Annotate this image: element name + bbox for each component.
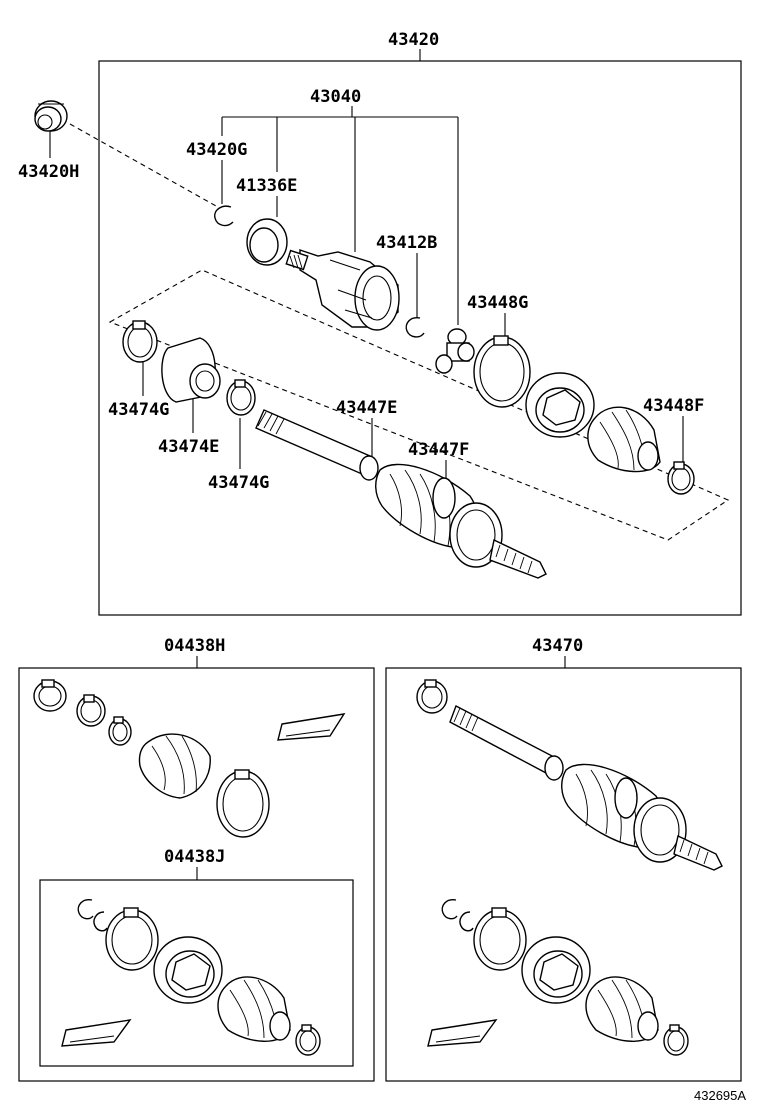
assy-43470-boot-inner bbox=[521, 936, 591, 1004]
clamp-43474g-a bbox=[122, 320, 158, 363]
assy-43470-clamp-large bbox=[473, 907, 527, 971]
label-43448g: 43448G bbox=[467, 293, 528, 313]
kit-j-grease-pack bbox=[61, 1019, 132, 1047]
kit-h-boot bbox=[138, 733, 211, 799]
tripod-43040 bbox=[435, 328, 475, 374]
kit-j-clamp bbox=[105, 907, 159, 971]
assy-43470-grease-pack bbox=[427, 1019, 498, 1047]
assy-43470-snap-ring-2 bbox=[459, 911, 474, 932]
kit-j-snap-ring-1 bbox=[77, 898, 94, 920]
label-43412b: 43412B bbox=[376, 233, 437, 253]
bearing-43420h bbox=[34, 100, 68, 132]
label-43448f: 43448F bbox=[643, 396, 704, 416]
label-43420g: 43420G bbox=[186, 140, 247, 160]
kit-j-clamp-small bbox=[295, 1024, 321, 1056]
kit-h-clamp-1 bbox=[33, 679, 67, 712]
boot-outer bbox=[587, 406, 661, 473]
label-43040: 43040 bbox=[310, 87, 361, 107]
label-04438j: 04438J bbox=[164, 847, 225, 867]
label-43420h: 43420H bbox=[18, 162, 79, 182]
drive-shaft-top bbox=[255, 409, 371, 475]
kit-h-clamp-large bbox=[216, 769, 270, 838]
kit-j-boot-outer bbox=[217, 976, 291, 1042]
label-41336e: 41336E bbox=[236, 176, 297, 196]
seal-41336e bbox=[246, 218, 288, 266]
boot-inner bbox=[525, 372, 595, 438]
kit-j-boot-inner bbox=[153, 936, 223, 1004]
kit-j-snap-ring-2 bbox=[93, 911, 108, 932]
clamp-43448f bbox=[667, 461, 695, 495]
kit-h-clamp-2 bbox=[76, 694, 106, 727]
bearing-axis-dash bbox=[69, 123, 217, 207]
kit-h-grease-pack bbox=[277, 713, 346, 741]
assy-43470-clamp-small bbox=[663, 1024, 689, 1056]
diagram-code: 432695A bbox=[694, 1088, 746, 1103]
snap-ring-43420g bbox=[214, 205, 234, 227]
assy-43470-snap-ring-1 bbox=[441, 898, 458, 920]
label-43474g-a: 43474G bbox=[108, 400, 169, 420]
snap-ring-43412b bbox=[405, 316, 425, 338]
assy-43470-shaft bbox=[449, 705, 564, 781]
clamp-43448g bbox=[473, 335, 531, 408]
outer-joint-group-dash bbox=[108, 269, 730, 541]
damper-43474e bbox=[161, 337, 221, 403]
assembly-43470-frame bbox=[385, 667, 742, 1082]
label-43470: 43470 bbox=[532, 636, 583, 656]
clamp-43474g-b bbox=[226, 379, 256, 416]
label-43474e: 43474E bbox=[158, 437, 219, 457]
label-43447f: 43447F bbox=[408, 440, 469, 460]
label-04438h: 04438H bbox=[164, 636, 225, 656]
label-43420: 43420 bbox=[388, 30, 439, 50]
assy-43470-boot-outer bbox=[585, 976, 659, 1042]
assy-43470-clamp bbox=[416, 679, 448, 714]
leader-43040 bbox=[221, 106, 459, 325]
label-43447e: 43447E bbox=[336, 398, 397, 418]
inner-joint-housing-43040 bbox=[285, 249, 400, 331]
outer-cv-joint-top bbox=[375, 463, 547, 579]
clamp-43447e bbox=[359, 455, 379, 481]
label-43474g-b: 43474G bbox=[208, 473, 269, 493]
kit-h-clamp-3 bbox=[108, 716, 132, 746]
assy-43470-outer-joint bbox=[561, 763, 723, 871]
